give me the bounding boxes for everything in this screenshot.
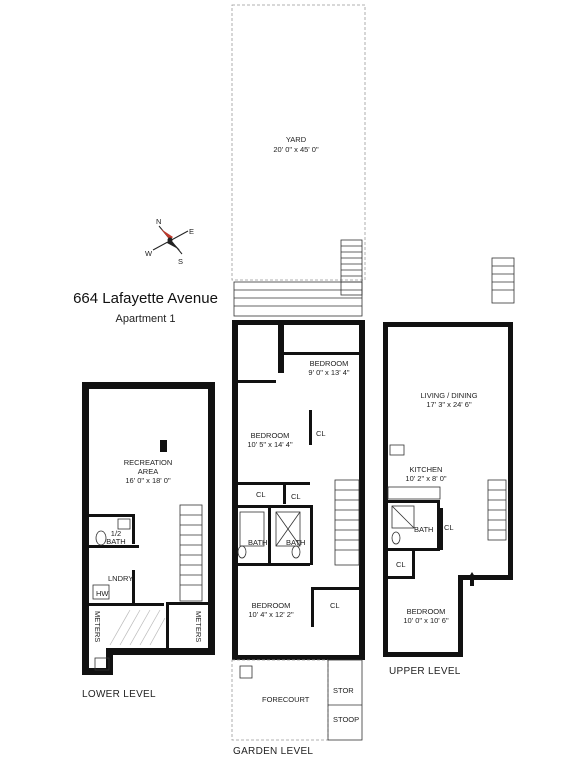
address-title: 664 Lafayette Avenue (73, 290, 218, 307)
garden-bedroom-3-label: BEDROOM (252, 601, 291, 610)
title-block: 664 Lafayette Avenue Apartment 1 (58, 290, 233, 325)
yard-dims: 20' 0" x 45' 0" (273, 145, 319, 154)
kitchen-dims: 10' 2" x 8' 0" (405, 474, 446, 483)
garden-bedroom-2-label: BEDROOM (251, 431, 290, 440)
garden-bath-1-label: BATH (248, 538, 267, 547)
rec-area-dims: 16' 0" x 18' 0" (125, 476, 171, 485)
half-bath-label-2: BATH (106, 537, 125, 546)
compass-e: E (189, 227, 194, 236)
rec-area-label-2: AREA (138, 467, 158, 476)
upper-bedroom-label: BEDROOM (407, 607, 446, 616)
compass-s: S (178, 257, 183, 266)
storage-label: STOR (333, 686, 354, 695)
garden-closet-1-label: CL (316, 429, 326, 438)
compass-w: W (145, 249, 153, 258)
yard-label: YARD (286, 135, 307, 144)
upper-bath-label: BATH (414, 525, 433, 534)
meters-label-right: METERS (194, 611, 203, 642)
stoop-label: STOOP (333, 715, 359, 724)
compass-n: N (156, 217, 161, 226)
garden-bedroom-3-dims: 10' 4" x 12' 2" (248, 610, 294, 619)
rec-area-label-1: RECREATION (124, 458, 173, 467)
garden-closet-2-label: CL (256, 490, 266, 499)
upper-level-plan: LIVING / DINING 17' 3" x 24' 6" KITCHEN … (383, 257, 515, 677)
upper-level-label: UPPER LEVEL (389, 666, 461, 677)
garden-closet-4-label: CL (330, 601, 340, 610)
upper-closet-1-label: CL (444, 523, 454, 532)
garden-level-plan: BEDROOM 9' 0" x 13' 4" BEDROOM 10' 5" x … (231, 320, 365, 757)
hot-water-label: HW (96, 589, 109, 598)
garden-closet-3-label: CL (291, 492, 301, 501)
upper-bedroom-dims: 10' 0" x 10' 6" (403, 616, 449, 625)
lower-level-plan: RECREATION AREA 16' 0" x 18' 0" 1/2 BATH… (82, 382, 215, 700)
laundry-label: LNDRY (108, 574, 133, 583)
meters-label-left: METERS (93, 611, 102, 642)
upper-closet-2-label: CL (396, 560, 406, 569)
entry-arrow-icon (467, 572, 477, 586)
half-bath-label-1: 1/2 (111, 529, 121, 538)
unit-subtitle: Apartment 1 (115, 313, 176, 325)
living-dining-label: LIVING / DINING (420, 391, 477, 400)
forecourt-label: FORECOURT (262, 695, 310, 704)
yard-area: YARD 20' 0" x 45' 0" (231, 4, 366, 317)
garden-bedroom-2-dims: 10' 5" x 14' 4" (247, 440, 293, 449)
compass-rose: N E S W (145, 217, 194, 266)
garden-bedroom-1-label: BEDROOM (310, 359, 349, 368)
kitchen-label: KITCHEN (410, 465, 443, 474)
living-dining-dims: 17' 3" x 24' 6" (426, 400, 472, 409)
garden-bedroom-1-dims: 9' 0" x 13' 4" (308, 368, 349, 377)
garden-bath-2-label: BATH (286, 538, 305, 547)
lower-level-label: LOWER LEVEL (82, 689, 156, 700)
garden-level-label: GARDEN LEVEL (233, 746, 313, 757)
